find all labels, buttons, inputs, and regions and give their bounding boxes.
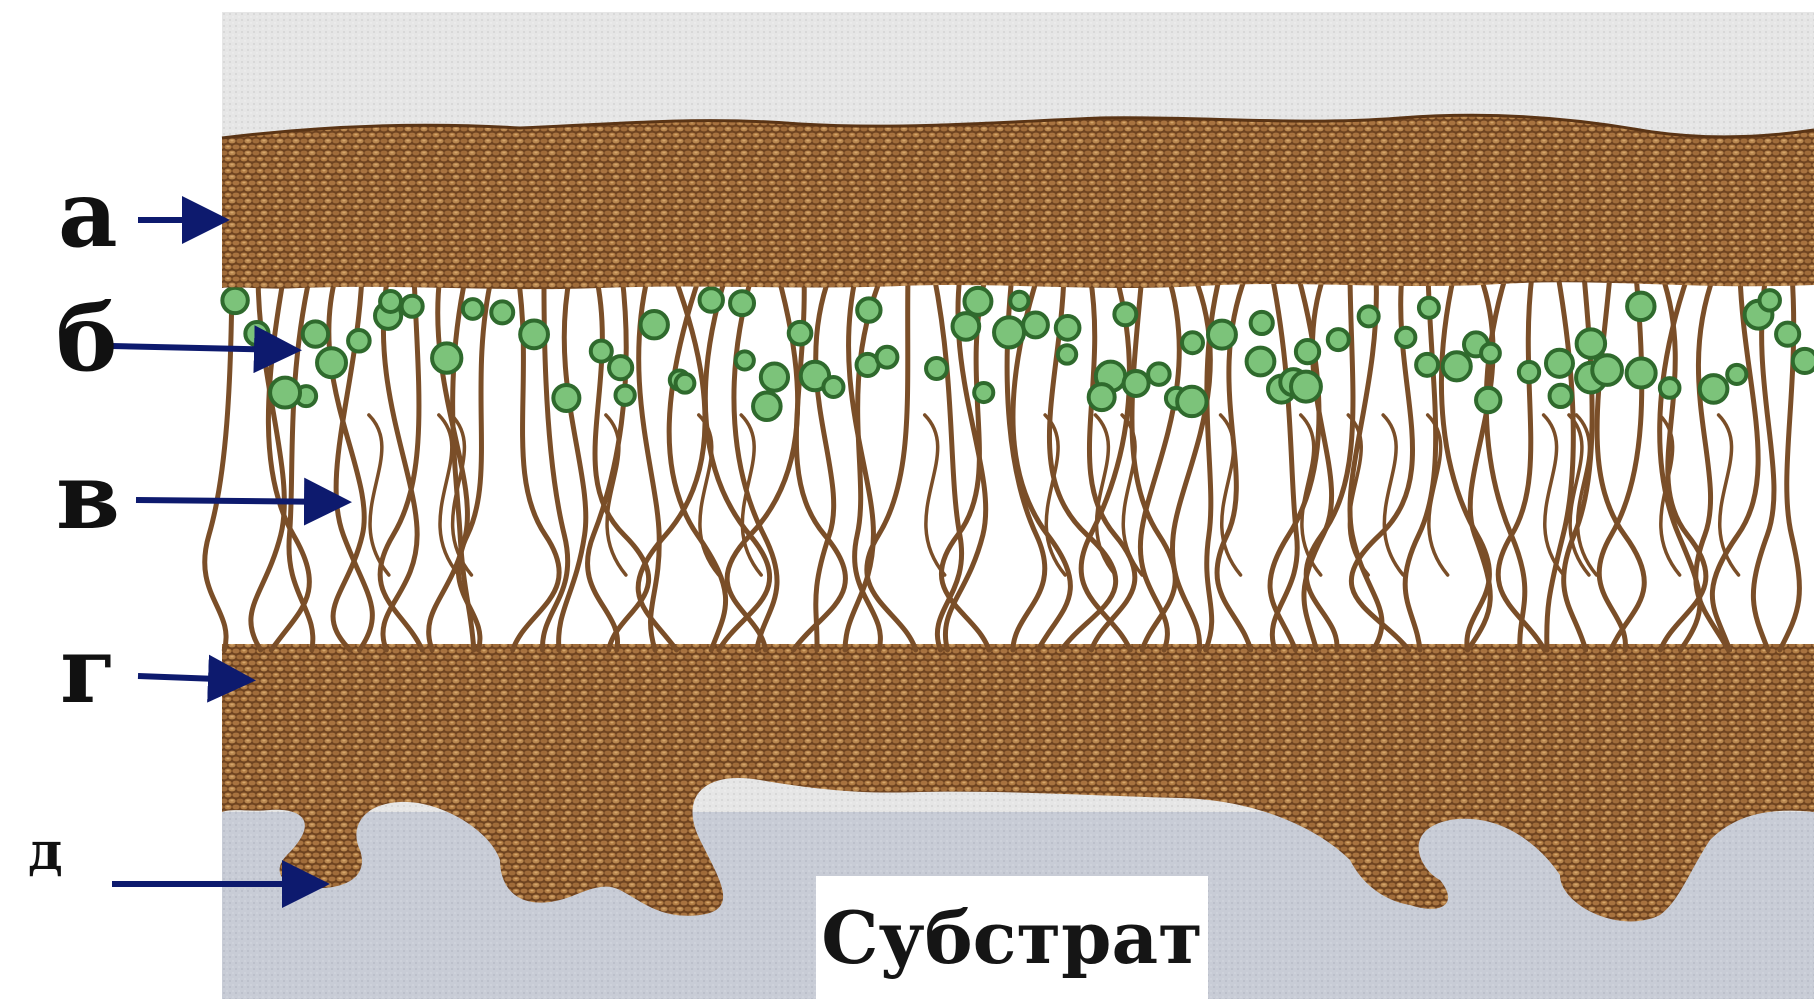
algal-cell: [245, 322, 268, 345]
algal-cell: [1056, 316, 1080, 340]
algal-cell: [1481, 344, 1500, 363]
algal-cell: [1627, 359, 1656, 388]
algal-cell: [1010, 292, 1028, 310]
algal-cell: [964, 288, 991, 315]
algal-cell: [380, 291, 401, 312]
substrate-label-box: Субстрат: [816, 876, 1208, 999]
algal-cell: [994, 317, 1024, 347]
algal-cell: [641, 311, 668, 338]
algal-cell: [317, 348, 346, 377]
algal-cell: [402, 296, 423, 317]
upper-cortex: [222, 115, 1814, 289]
algal-cell: [730, 291, 754, 315]
algal-cell: [491, 301, 513, 323]
algal-cell: [753, 392, 781, 420]
algal-cell: [857, 298, 880, 321]
algal-cell: [1148, 363, 1170, 385]
algal-cell: [1546, 350, 1573, 377]
algal-cell: [591, 341, 612, 362]
algal-cell: [1793, 349, 1814, 373]
algal-cell: [553, 385, 579, 411]
algal-cell: [1577, 329, 1605, 357]
algal-cell: [1296, 340, 1319, 363]
algal-cell: [1208, 321, 1236, 349]
algal-cell: [1247, 348, 1275, 376]
algal-cell: [1776, 323, 1799, 346]
arrow-v: [136, 500, 340, 502]
algal-cell: [823, 377, 843, 397]
algal-cell: [1416, 354, 1438, 376]
algal-cell: [736, 351, 754, 369]
algal-cell: [1550, 385, 1572, 407]
algal-cell: [926, 358, 947, 379]
algal-cell: [1727, 365, 1746, 384]
algal-cell: [1476, 388, 1500, 412]
label-v: в: [56, 450, 120, 542]
algal-cell: [877, 347, 898, 368]
algal-cell: [1114, 303, 1136, 325]
algal-cell: [303, 321, 328, 346]
algal-cell: [1759, 290, 1779, 310]
algal-cell: [609, 356, 632, 379]
algal-cell: [432, 343, 461, 372]
label-d: д: [28, 826, 63, 878]
algal-cell: [1251, 312, 1273, 334]
algal-cell: [1182, 332, 1203, 353]
algal-cell: [348, 330, 370, 352]
algal-cell: [676, 374, 695, 393]
algal-cell: [520, 320, 548, 348]
algal-cell: [953, 313, 980, 340]
algal-cell: [1592, 355, 1622, 385]
label-g: г: [60, 624, 116, 716]
algal-cell: [270, 378, 300, 408]
algal-cell: [761, 363, 788, 390]
algal-cell: [1089, 384, 1115, 410]
algal-cell: [222, 288, 247, 313]
algal-cell: [1660, 378, 1680, 398]
algal-cell: [1419, 298, 1439, 318]
algal-cell: [1124, 371, 1149, 396]
algal-cell: [1359, 306, 1379, 326]
algal-cell: [1177, 387, 1206, 416]
algal-cell: [1328, 329, 1349, 350]
algal-cell: [1291, 372, 1321, 402]
label-b: б: [56, 292, 117, 384]
substrate-label: Субстрат: [821, 902, 1202, 974]
arrow-g: [138, 676, 244, 680]
algal-cell: [1519, 362, 1539, 382]
algal-cell: [463, 299, 483, 319]
algal-cell: [615, 386, 634, 405]
algal-cell: [1700, 375, 1728, 403]
algal-cell: [789, 322, 812, 345]
algal-cell: [1023, 313, 1048, 338]
algal-cell: [1396, 328, 1415, 347]
label-a: а: [58, 168, 118, 260]
algal-cell: [1627, 293, 1654, 320]
algal-cell: [974, 383, 993, 402]
algal-cell: [1058, 345, 1076, 363]
arrow-b: [112, 346, 290, 350]
algal-cell: [1443, 352, 1471, 380]
algal-cell: [700, 288, 723, 311]
